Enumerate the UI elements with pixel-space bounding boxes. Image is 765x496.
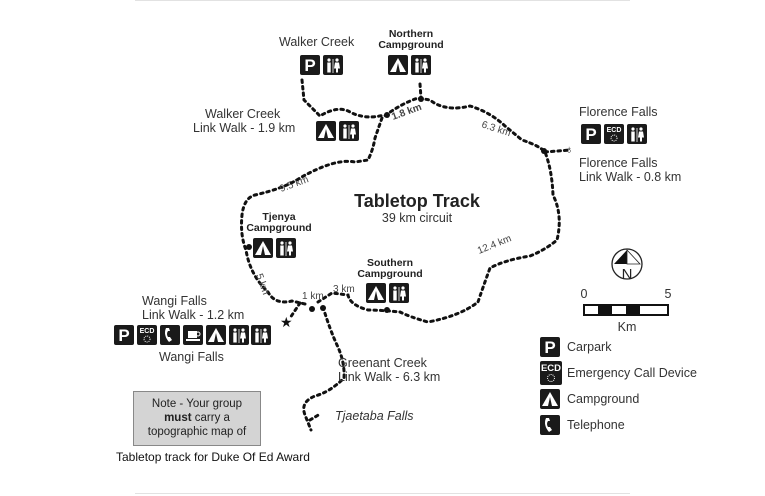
junction-markers [246, 96, 547, 313]
toilet-icon [229, 325, 249, 345]
tjenya-label: Tjenya [262, 211, 295, 223]
florence-falls-label: Florence Falls [579, 105, 658, 119]
note-text: Note - Your group [151, 398, 243, 410]
legend-ecd-icon: ECD [540, 361, 562, 385]
tjaetaba-falls-label: Tjaetaba Falls [335, 409, 414, 423]
distance-1km: 1 km [302, 291, 324, 302]
florence-link-label: Florence Falls [579, 156, 658, 170]
northern-icons [388, 55, 431, 75]
walker-creek-icons [300, 55, 343, 75]
legend-label: Carpark [567, 340, 612, 354]
note-box: Note - Your group must carry a topograph… [133, 391, 261, 446]
svg-text:0: 0 [581, 287, 588, 301]
northern-campground-label: Northern [389, 28, 433, 40]
svg-text:Km: Km [618, 320, 637, 334]
main-loop-trail [240, 96, 561, 324]
wangi-falls-star-icon: ★ [280, 314, 293, 330]
legend-telephone-icon [540, 415, 560, 435]
walker-creek-link-trail [300, 78, 386, 119]
note-text-2: carry a [194, 412, 230, 424]
southern-label: Southern [367, 257, 413, 269]
tent-icon [388, 55, 408, 75]
toilet-icon [389, 283, 409, 303]
legend-label: Telephone [567, 418, 625, 432]
distance-5km: 5 km [253, 272, 271, 296]
parking-icon [300, 55, 320, 75]
walker-link-distance: Link Walk - 1.9 km [193, 121, 295, 135]
toilet-icon [251, 325, 271, 345]
florence-link-distance: Link Walk - 0.8 km [579, 170, 681, 184]
wangi-icons [114, 324, 271, 346]
florence-link-trail [543, 148, 572, 154]
toilet-icon [276, 238, 296, 258]
florence-falls-marker-icon: ♁ [565, 144, 573, 156]
svg-text:N: N [622, 266, 633, 283]
legend-tent-icon [540, 389, 560, 409]
scale-bar: 0 5 Km [581, 287, 672, 334]
northern-spur-trail [418, 82, 423, 100]
tjenya-label-2: Campground [246, 222, 311, 234]
ecd-icon-text: ECD [541, 363, 561, 374]
toilet-icon [323, 55, 343, 75]
wangi-link-trail [288, 301, 302, 320]
cafe-icon [182, 324, 204, 346]
toilet-icon [627, 124, 647, 144]
toilet-icon [411, 55, 431, 75]
tent-icon [253, 238, 273, 258]
wangi-falls-label: Wangi Falls [159, 350, 224, 364]
toilet-icon [339, 121, 359, 141]
legend-parking-icon [540, 337, 560, 357]
southern-icons [366, 283, 409, 303]
track-subtitle: 39 km circuit [382, 211, 453, 225]
walker-link-label: Walker Creek [205, 107, 281, 121]
track-title: Tabletop Track [354, 191, 481, 211]
ecd-icon [136, 324, 158, 346]
legend-label: Campground [567, 392, 639, 406]
tjaetaba-spur-trail [308, 412, 322, 422]
florence-icons [581, 123, 647, 145]
walker-link-icons [316, 121, 359, 141]
top-divider [135, 0, 630, 1]
walker-creek-label: Walker Creek [279, 35, 355, 49]
image-caption: Tabletop track for Duke Of Ed Award [116, 450, 310, 464]
distance-1-8km: 1.8 km [390, 102, 423, 123]
legend-label: Emergency Call Device [567, 366, 697, 380]
wangi-link-label: Wangi Falls [142, 294, 207, 308]
parking-icon [114, 325, 134, 345]
northern-campground-label-2: Campground [378, 39, 443, 51]
note-bold: must [164, 412, 192, 424]
svg-text:5: 5 [665, 287, 672, 301]
parking-icon [581, 124, 601, 144]
distance-12-4km: 12.4 km [476, 233, 513, 257]
bottom-divider [135, 493, 630, 494]
distance-6-3km: 6.3 km [480, 119, 512, 139]
compass-icon: N [611, 248, 643, 283]
greenant-link-distance: Link Walk - 6.3 km [338, 370, 440, 384]
tjenya-icons [253, 238, 296, 258]
tent-icon [316, 121, 336, 141]
wangi-link-distance: Link Walk - 1.2 km [142, 308, 244, 322]
greenant-link-label: Greenant Creek [338, 356, 428, 370]
legend: Carpark ECD Emergency Call Device Campgr… [540, 337, 697, 435]
greenant-link-trail [302, 305, 346, 432]
note-text-3: topographic map of [147, 426, 247, 438]
tent-icon [206, 325, 226, 345]
tent-icon [366, 283, 386, 303]
distance-9-5km: 9.5 km [278, 174, 310, 195]
telephone-icon [160, 325, 180, 345]
distance-3km: 3 km [333, 284, 355, 295]
southern-label-2: Campground [357, 268, 422, 280]
ecd-icon [603, 123, 625, 145]
